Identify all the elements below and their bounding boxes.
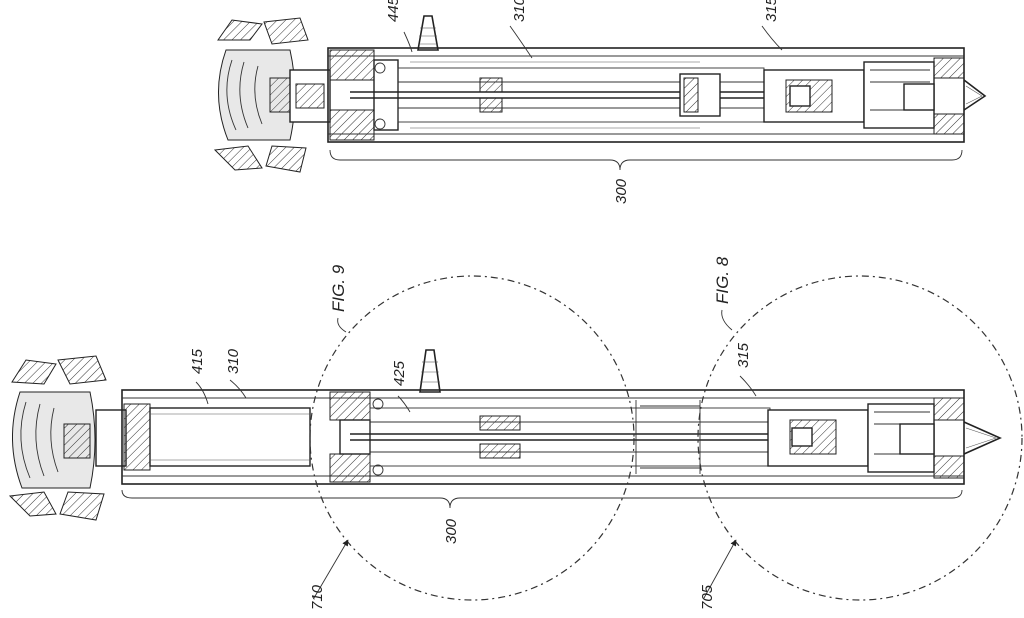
- label-bot-425: 425: [391, 360, 408, 386]
- top-mount-head: [213, 17, 331, 173]
- label-bot-310: 310: [225, 348, 242, 374]
- bottom-mount-head: [8, 355, 127, 521]
- label-top-315: 315: [763, 0, 780, 22]
- detail-circle-fig8: [697, 275, 1023, 601]
- bottom-assembly: [8, 349, 1002, 521]
- label-ref-710: 710: [309, 584, 326, 610]
- label-ref-705: 705: [699, 584, 716, 610]
- bottom-outer-tube: [121, 389, 965, 485]
- label-top-310: 310: [511, 0, 528, 22]
- top-outer-tube: [327, 47, 965, 143]
- label-fig8: FIG. 8: [713, 256, 732, 304]
- bottom-bracket-300: [121, 489, 963, 509]
- label-bot-415: 415: [189, 348, 206, 374]
- label-top-300: 300: [613, 178, 630, 204]
- detail-circle-fig9: [309, 275, 635, 601]
- label-fig9: FIG. 9: [329, 264, 348, 312]
- label-bot-315: 315: [735, 342, 752, 368]
- label-top-445: 445: [385, 0, 402, 22]
- label-bot-300: 300: [443, 518, 460, 544]
- top-bracket-300: [329, 149, 963, 171]
- top-assembly: [213, 15, 987, 173]
